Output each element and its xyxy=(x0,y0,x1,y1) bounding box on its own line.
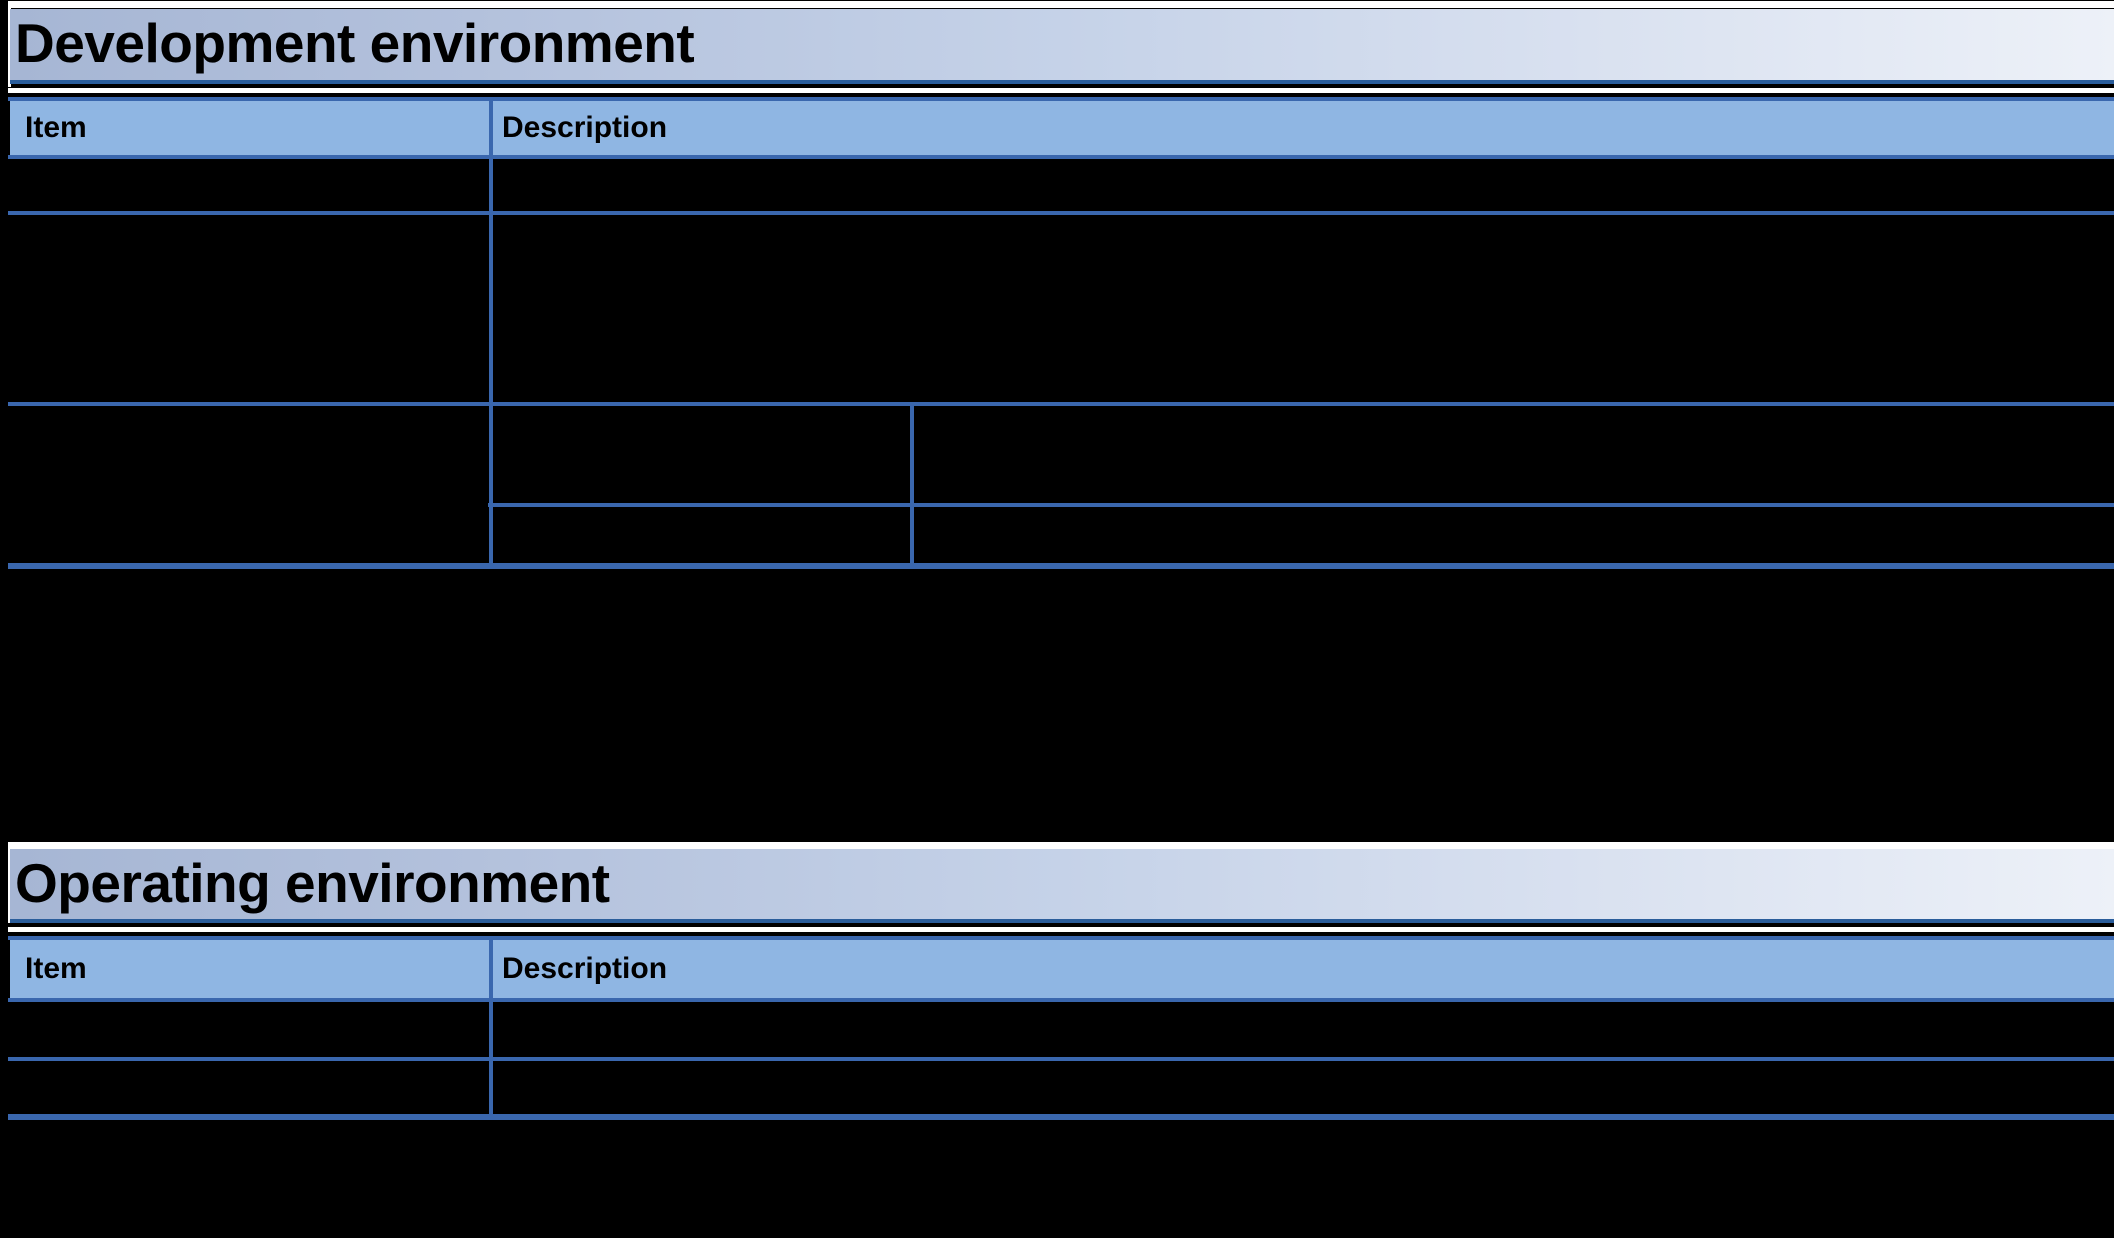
row-border xyxy=(8,402,2114,406)
table-cell-item xyxy=(10,215,488,402)
column-header-item: Item xyxy=(25,111,87,144)
section-title: Operating environment xyxy=(15,852,610,914)
table-bottom-border xyxy=(8,563,2114,569)
table-bottom-border xyxy=(8,1114,2114,1120)
table-header-row xyxy=(10,940,2114,998)
band-separator-white-line xyxy=(8,927,2114,932)
band-separator-white-line xyxy=(8,88,2114,93)
table-subcell xyxy=(915,507,2114,563)
table-cell-item xyxy=(10,1061,488,1114)
column-divider xyxy=(489,936,493,1120)
row-border xyxy=(8,998,2114,1002)
table-cell-item xyxy=(10,159,488,211)
row-border xyxy=(8,1057,2114,1061)
sub-column-divider xyxy=(910,402,914,569)
section-title-band: Development environment xyxy=(10,9,2114,84)
column-header-description: Description xyxy=(502,111,668,144)
row-border xyxy=(8,155,2114,159)
table-subcell xyxy=(915,406,2114,503)
title-band-top-border xyxy=(8,1,2114,8)
table-cell-description xyxy=(493,215,2114,402)
row-border xyxy=(8,211,2114,215)
table-top-border xyxy=(8,936,2114,940)
column-divider xyxy=(489,97,493,569)
table-cell-description xyxy=(493,1061,2114,1114)
section-title: Development environment xyxy=(15,12,695,74)
column-header-item: Item xyxy=(25,952,87,985)
table-cell-description xyxy=(493,159,2114,211)
title-band-left-border xyxy=(8,842,11,923)
sub-row-border xyxy=(488,503,2114,507)
column-header-description: Description xyxy=(502,952,668,985)
table-cell-item xyxy=(10,1002,488,1057)
table-cell-description xyxy=(493,1002,2114,1057)
table-subcell xyxy=(493,406,909,503)
section-title-band: Operating environment xyxy=(10,849,2114,923)
table-subcell xyxy=(493,507,909,563)
table-cell-item xyxy=(10,406,488,563)
table-header-row xyxy=(10,101,2114,155)
title-band-left-border xyxy=(8,1,11,87)
title-band-top-border xyxy=(8,842,2114,849)
table-top-border xyxy=(8,97,2114,101)
